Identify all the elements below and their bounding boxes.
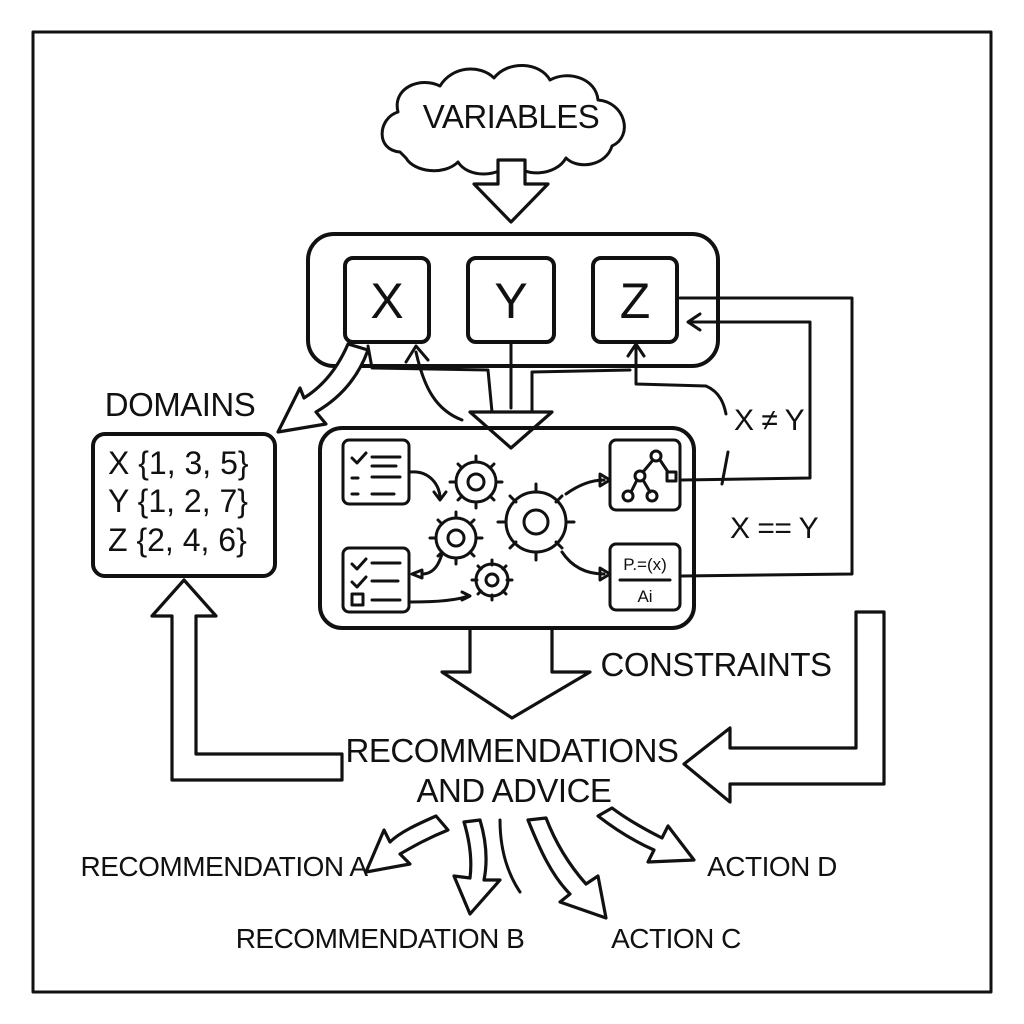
formula-top: P.=(x) [623,555,667,574]
constraints-engine: P.=(x) Ai [318,426,696,630]
gear-icon [448,454,504,510]
arrow-cloud-to-variables [472,158,550,224]
domain-x: X {1, 3, 5} [108,445,249,481]
arrow-to-rec-b [452,818,502,916]
arrow-to-action-d [596,806,696,864]
checklist-icon [341,438,411,506]
arrow-x-to-domains [276,342,370,434]
output-arrows [364,806,696,920]
arrow-to-rec-a [364,814,450,874]
variable-y-label: Y [494,273,527,329]
variable-box-x [343,256,431,344]
variable-z-label: Z [620,273,651,329]
tree-icon [608,438,682,512]
arrow-engine-to-output [440,628,592,720]
variable-box-y [466,256,556,344]
constraint-loops [626,296,854,578]
variables-panel: X Y Z [306,232,720,368]
rule-x-not-y: X ≠ Y [734,404,805,437]
output-title-line1: RECOMMENDATIONS [346,732,679,769]
domain-z: Z {2, 4, 6} [108,522,247,558]
constraints-title: CONSTRAINTS [600,646,831,683]
domains-title: DOMAINS [105,386,256,423]
arrow-left-feedback [150,578,344,782]
variable-box-z [591,256,679,344]
formula-icon: P.=(x) Ai [608,542,682,612]
variables-container [306,232,720,368]
cloud-icon [380,64,626,176]
outer-frame [31,30,993,994]
arrow-feedback-to-x [404,344,464,422]
domains-box: X {1, 3, 5} Y {1, 2, 7} Z {2, 4, 6} [91,432,277,578]
result-recommendation-b: RECOMMENDATION B [236,923,525,954]
output-title-line2: AND ADVICE [417,772,612,809]
rule-x-eq-y: X == Y [730,512,819,545]
variables-title: VARIABLES [423,98,599,135]
variables-cloud: VARIABLES [380,64,626,176]
gear-icon [496,482,576,562]
gear-icon [470,558,514,602]
arrow-right-feedback [682,610,886,804]
domain-y: Y {1, 2, 7} [108,483,248,519]
checklist-icon [341,546,411,614]
variable-x-label: X [370,273,403,329]
gear-icon [428,510,484,566]
arrow-aux [498,818,522,894]
formula-bottom: Ai [637,587,652,606]
result-action-d: ACTION D [707,851,837,882]
arrow-to-action-c [526,816,608,920]
result-recommendation-a: RECOMMENDATION A [80,851,368,882]
result-action-c: ACTION C [611,923,741,954]
